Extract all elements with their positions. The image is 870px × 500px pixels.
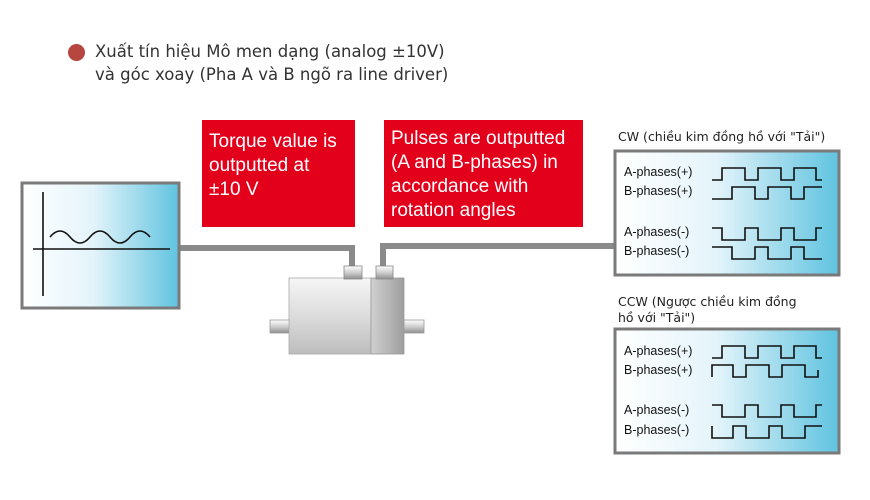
cw-wave-a-plus bbox=[712, 167, 822, 181]
pulse-info-line-2: (A and B-phases) in bbox=[391, 152, 558, 173]
pulse-info-box: Pulses are outputted (A and B-phases) in… bbox=[384, 120, 583, 227]
right-shaft bbox=[401, 319, 425, 334]
sensor-body bbox=[288, 277, 372, 355]
pulse-info-line-1: Pulses are outputted bbox=[391, 128, 566, 149]
ccw-caption-line-1: CCW (Ngược chiều kim đồng bbox=[618, 294, 797, 309]
heading-line-1: Xuất tín hiệu Mô men dạng (analog ±10V) bbox=[95, 42, 445, 61]
ccw-caption-line-2: hồ với "Tải") bbox=[618, 310, 696, 325]
cw-label-a-plus: A-phases(+) bbox=[624, 165, 692, 179]
encoder-body bbox=[370, 277, 405, 355]
ccw-label-b-plus: B-phases(+) bbox=[624, 363, 692, 377]
pulse-info-line-3: accordance with bbox=[391, 176, 529, 197]
ccw-wave-a-plus bbox=[712, 345, 822, 359]
cw-signal-panel: A-phases(+) B-phases(+) A-phases(-) B-ph… bbox=[613, 149, 841, 277]
cw-wave-b-plus bbox=[712, 186, 822, 200]
cw-caption: CW (chiều kim đồng hồ với "Tải") bbox=[618, 129, 826, 144]
ccw-wave-a-minus bbox=[712, 404, 822, 418]
ccw-label-a-minus: A-phases(-) bbox=[624, 403, 689, 417]
torque-info-line-3: ±10 V bbox=[209, 179, 259, 200]
connector-1 bbox=[343, 265, 363, 280]
ccw-wave-b-minus bbox=[711, 425, 822, 439]
torque-info-line-1: Torque value is bbox=[209, 131, 337, 152]
ccw-label-b-minus: B-phases(-) bbox=[624, 423, 689, 437]
torque-sensor-device bbox=[269, 265, 425, 355]
cw-label-a-minus: A-phases(-) bbox=[624, 225, 689, 239]
pulse-wire bbox=[380, 243, 616, 268]
analog-output-panel bbox=[20, 181, 181, 310]
torque-info-box: Torque value is outputted at ±10 V bbox=[202, 120, 355, 227]
torque-info-line-2: outputted at bbox=[209, 155, 310, 176]
heading-line-2: và góc xoay (Pha A và B ngõ ra line driv… bbox=[95, 65, 449, 84]
connector-2 bbox=[375, 265, 394, 280]
torque-wire bbox=[180, 245, 355, 268]
ccw-wave-b-plus bbox=[711, 364, 819, 378]
connection-wires bbox=[180, 243, 616, 268]
cw-label-b-plus: B-phases(+) bbox=[624, 184, 692, 198]
pulse-info-line-4: rotation angles bbox=[391, 200, 516, 221]
ccw-label-a-plus: A-phases(+) bbox=[624, 344, 692, 358]
cw-wave-a-minus bbox=[712, 227, 822, 241]
cw-label-b-minus: B-phases(-) bbox=[624, 244, 689, 258]
ccw-signal-panel: A-phases(+) B-phases(+) A-phases(-) B-ph… bbox=[613, 327, 841, 455]
bullet-icon bbox=[68, 44, 85, 61]
cw-wave-b-minus bbox=[712, 246, 822, 260]
torque-waveform bbox=[49, 230, 151, 244]
